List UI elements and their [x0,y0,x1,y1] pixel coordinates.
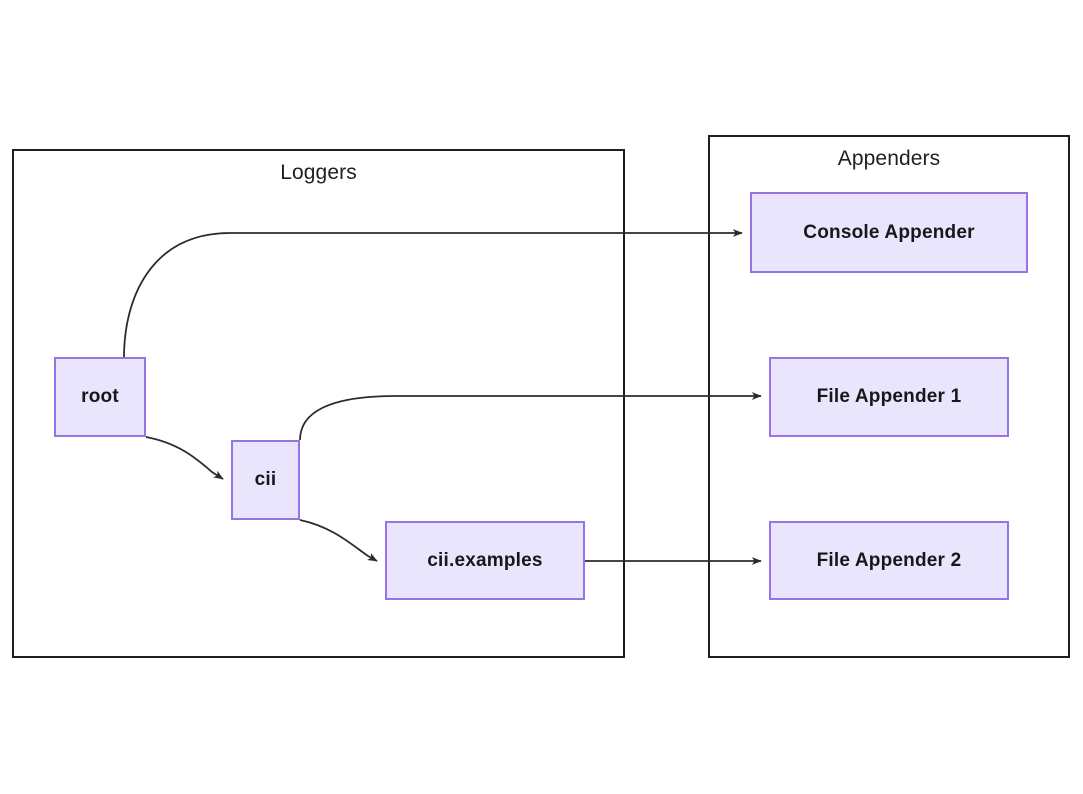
node-file-appender-2-label: File Appender 2 [816,549,962,571]
node-console-appender-label: Console Appender [803,221,975,243]
node-file-appender-2[interactable]: File Appender 2 [769,521,1009,600]
node-cii[interactable]: cii [231,440,300,520]
node-file-appender-1-label: File Appender 1 [816,386,962,407]
node-cii-examples[interactable]: cii.examples [385,521,585,600]
node-console-appender[interactable]: Console Appender [750,192,1028,273]
group-appenders-label: Appenders [837,147,941,170]
node-cii-label: cii [254,469,277,490]
node-root[interactable]: root [54,357,146,437]
node-file-appender-1[interactable]: File Appender 1 [769,357,1009,437]
group-loggers-label: Loggers [280,161,357,184]
node-root-label: root [81,386,119,407]
node-cii-examples-label: cii.examples [427,549,543,571]
